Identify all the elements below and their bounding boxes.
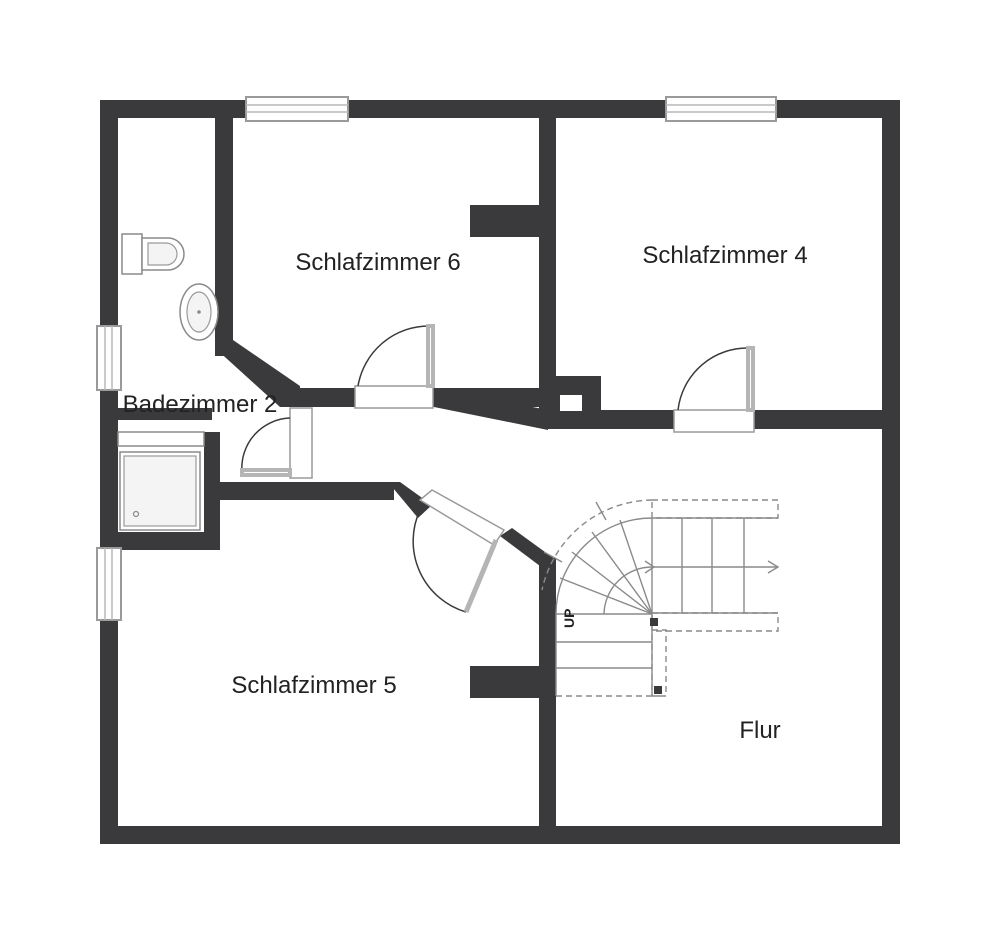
walls [100,100,900,844]
window-sz4-top [665,96,777,122]
chimney-block-lower [470,666,548,698]
room-label-schlafzimmer-4: Schlafzimmer 4 [642,242,807,269]
stair-post-upper [650,618,658,626]
wall-bath-diagonal [215,340,300,407]
window-bath-left [96,325,122,391]
stair-up-label: UP [561,609,577,628]
wall-shower-left [100,420,118,550]
shower-icon [117,431,205,531]
stair-arrow-icon [767,560,780,574]
window-sz5-left [96,547,122,621]
outer-wall-right [882,100,900,844]
room-label-flur: Flur [739,717,780,744]
stair-post-lower [654,686,662,694]
chimney-block-upper [470,205,548,237]
wall-corridor-upper-diagonal [434,388,548,430]
wall-sz5-flur [539,558,556,844]
door-sz4 [673,346,755,433]
room-labels: Schlafzimmer 6 Schlafzimmer 4 Badezimmer… [123,242,808,744]
door-bath [240,407,313,479]
sink-icon [179,283,219,341]
bathroom-fixtures [117,233,219,531]
room-label-badezimmer-2: Badezimmer 2 [123,391,278,418]
wall-between-sz6-sz4 [539,108,556,428]
wall-shower-bottom [100,532,220,550]
door-sz5 [412,489,506,613]
window-sz6-top [245,96,349,122]
outer-wall-bottom [100,826,900,844]
door-sz6 [354,324,435,409]
wall-corridor-lower [212,482,394,500]
wall-corridor-lower-diag-a [388,482,432,518]
windows [96,96,777,621]
room-label-schlafzimmer-6: Schlafzimmer 6 [295,249,460,276]
toilet-icon [121,233,185,275]
wall-bath-sz6 [215,108,233,356]
closet-opening [560,395,582,411]
doors [240,324,755,613]
staircase: UP [541,499,780,697]
room-label-schlafzimmer-5: Schlafzimmer 5 [231,672,396,699]
wall-bath-lower-left [100,408,212,420]
